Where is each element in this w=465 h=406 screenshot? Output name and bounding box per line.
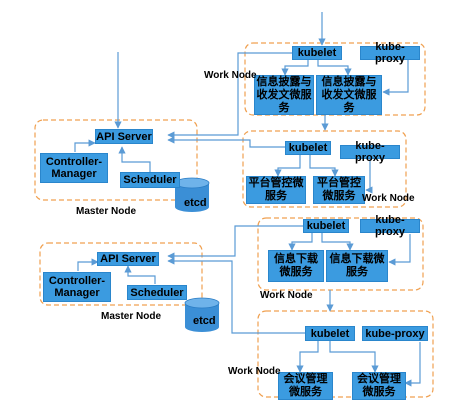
- w3-kubelet-svc2: [321, 232, 354, 251]
- service-box-2a: 平台管控微 服务: [246, 176, 306, 204]
- work-node-label-1: Work Node: [204, 70, 257, 81]
- service-box-2b: 平台管控 微服务: [313, 176, 365, 204]
- link-worker3-api2: [167, 225, 303, 260]
- arrow-cm-api-2: [77, 258, 99, 271]
- service-box-4a: 会议管理 微服务: [278, 372, 333, 400]
- service-box-1a: 信息披露与 收发文微服 务: [254, 75, 314, 115]
- link-worker1-api1: [167, 52, 292, 139]
- w1-kubelet-svc1: [281, 59, 309, 76]
- w4-kubelet-svc2: [329, 340, 379, 373]
- api-server-box-2: API Server: [97, 252, 159, 266]
- work-node-container-4: [257, 310, 434, 398]
- master-node-container-2: [39, 242, 203, 306]
- service-box-3a: 信息下载 微服务: [268, 250, 324, 282]
- api-server-box-1: API Server: [95, 129, 153, 144]
- etcd-label-2: etcd: [193, 315, 216, 327]
- arrow-cm-api-1: [74, 139, 96, 152]
- master-node-label-2: Master Node: [101, 311, 162, 322]
- scheduler-box-1: Scheduler: [120, 172, 180, 188]
- service-box-4b: 会议管理 微服务: [352, 372, 406, 400]
- etcd-label-1: etcd: [184, 197, 207, 209]
- master-node-label-1: Master Node: [76, 206, 137, 217]
- kube-proxy-box-1: kube-proxy: [360, 41, 420, 65]
- w4-kubelet-svc1: [296, 340, 319, 373]
- kubelet-box-3: kubelet: [303, 219, 349, 233]
- work-node-label-3: Work Node: [260, 290, 313, 301]
- etcd-cylinder-2: [184, 297, 220, 332]
- w3-kubelet-svc1: [288, 232, 313, 251]
- kube-proxy-box-3: kube-proxy: [360, 214, 420, 238]
- scheduler-box-2: Scheduler: [127, 285, 187, 300]
- w1-kubelet-svc2: [317, 59, 352, 76]
- w1-proxy-svc2: [382, 59, 409, 96]
- w3-proxy-svc2: [388, 234, 411, 266]
- work-node-label-2: Work Node: [362, 193, 415, 204]
- arrow-sched-api-2: [124, 265, 156, 284]
- arrow-sched-api-1: [118, 146, 151, 173]
- kubelet-box-1: kubelet: [292, 46, 342, 60]
- service-box-3b: 信息下载微 服务: [326, 250, 388, 282]
- w4-proxy-svc2: [404, 342, 421, 387]
- work-node-container-2: [242, 130, 407, 208]
- kubelet-box-2: kubelet: [285, 141, 331, 155]
- work-node-container-1: [244, 42, 426, 116]
- controller-manager-box-1: Controller- Manager: [40, 153, 108, 183]
- w2-kubelet-svc2: [309, 154, 339, 177]
- kubelet-box-4: kubelet: [305, 326, 355, 341]
- service-box-1b: 信息披露与 收发文微服 务: [316, 75, 382, 115]
- link-worker2-api1: [167, 136, 285, 148]
- kube-proxy-box-2: kube-proxy: [340, 140, 400, 164]
- kube-proxy-box-4: kube-proxy: [362, 326, 428, 341]
- controller-manager-box-2: Controller- Manager: [43, 272, 111, 302]
- master-node-container-1: [34, 119, 198, 201]
- work-node-container-3: [257, 217, 424, 291]
- etcd-cylinder-1: [174, 177, 210, 212]
- w2-proxy-svc2: [365, 157, 373, 194]
- link-worker4-api2: [167, 257, 305, 334]
- w2-kubelet-svc1: [274, 154, 301, 177]
- work-node-label-4: Work Node: [228, 366, 281, 377]
